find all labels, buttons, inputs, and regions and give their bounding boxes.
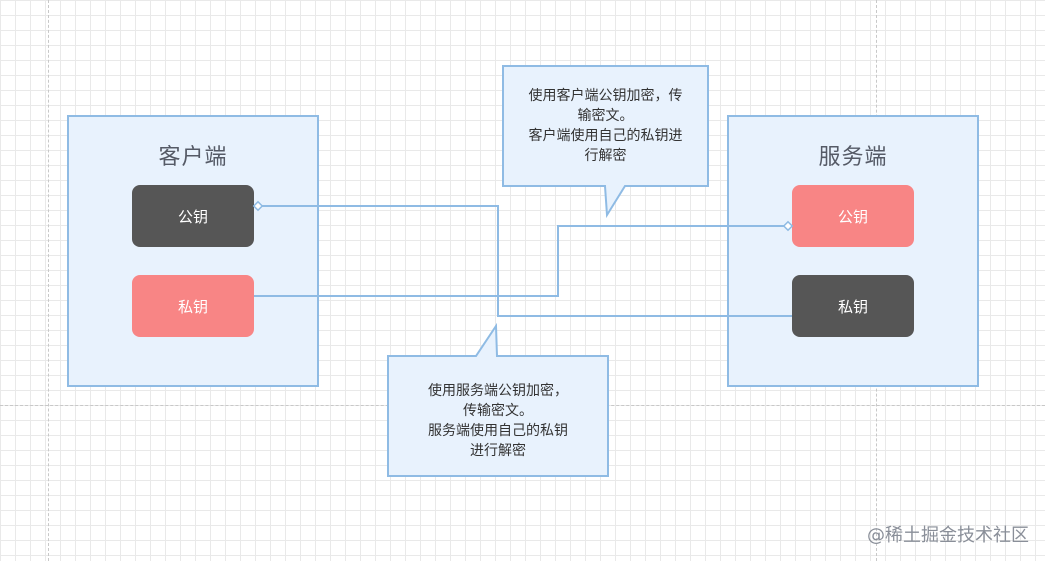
watermark: @稀土掘金技术社区: [867, 525, 1029, 546]
connector-start-diamond: [252, 200, 264, 212]
callout-top-shape[interactable]: [502, 65, 709, 219]
callout-bottom-line: 进行解密: [470, 443, 526, 459]
client-title: 客户端: [158, 145, 228, 170]
client-container[interactable]: 客户端: [67, 115, 319, 387]
callout-bottom-line: 使用服务端公钥加密，: [428, 383, 568, 399]
callout-top-line: 输密文。: [577, 108, 634, 124]
callout-bottom-shape[interactable]: [387, 322, 609, 477]
server-public-key[interactable]: 公钥: [792, 185, 914, 247]
callout-bottom-line: 服务端使用自己的私钥: [428, 423, 568, 439]
callout-top-line: 使用客户端公钥加密，传: [528, 88, 683, 104]
connector-client-public-to-server-private[interactable]: [258, 205, 792, 317]
client-private-key[interactable]: 私钥: [132, 275, 254, 337]
callout-top-line: 行解密: [584, 148, 627, 164]
server-private-key-label: 私钥: [837, 297, 868, 316]
callout-top-text: 使用客户端公钥加密，传 输密文。 客户端使用自己的私钥进 行解密: [503, 86, 708, 166]
callout-bottom-line: 传输密文。: [463, 403, 533, 419]
callout-top-line: 客户端使用自己的私钥进: [528, 128, 683, 144]
connector-client-private-to-server-public[interactable]: [254, 225, 786, 297]
client-private-key-label: 私钥: [177, 297, 208, 316]
server-private-key[interactable]: 私钥: [792, 275, 914, 337]
callout-bottom-text: 使用服务端公钥加密， 传输密文。 服务端使用自己的私钥 进行解密: [388, 381, 608, 461]
client-public-key-label: 公钥: [177, 207, 208, 226]
server-container[interactable]: 服务端: [727, 115, 979, 387]
client-public-key[interactable]: 公钥: [132, 185, 254, 247]
server-public-key-label: 公钥: [837, 207, 868, 226]
server-title: 服务端: [818, 145, 888, 170]
page-guide-vertical: [48, 0, 49, 561]
connector-end-diamond: [782, 220, 794, 232]
